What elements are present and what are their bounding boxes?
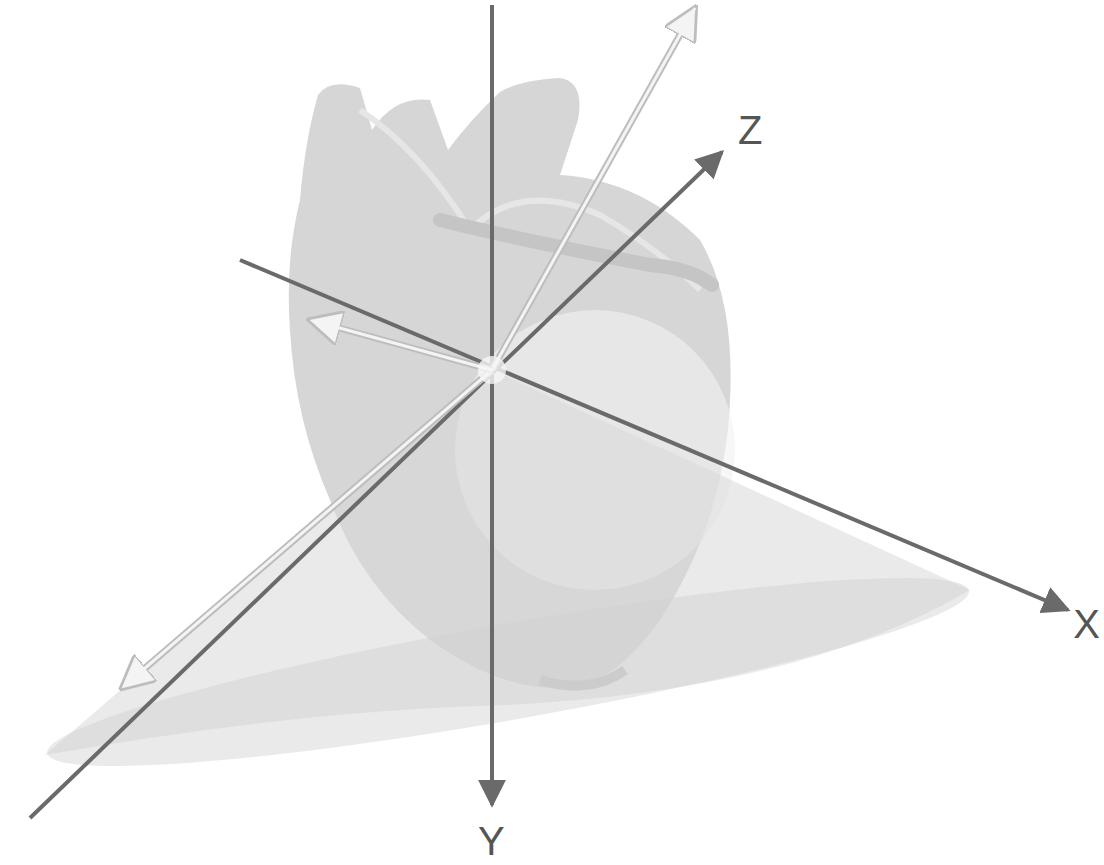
vector-arrows [122, 8, 695, 688]
axis-label: Y [478, 821, 505, 861]
axes [30, 5, 1068, 818]
axis-label: Z [738, 110, 762, 150]
origin [478, 356, 506, 384]
cone [39, 370, 977, 801]
axis-label: X [1073, 604, 1100, 644]
